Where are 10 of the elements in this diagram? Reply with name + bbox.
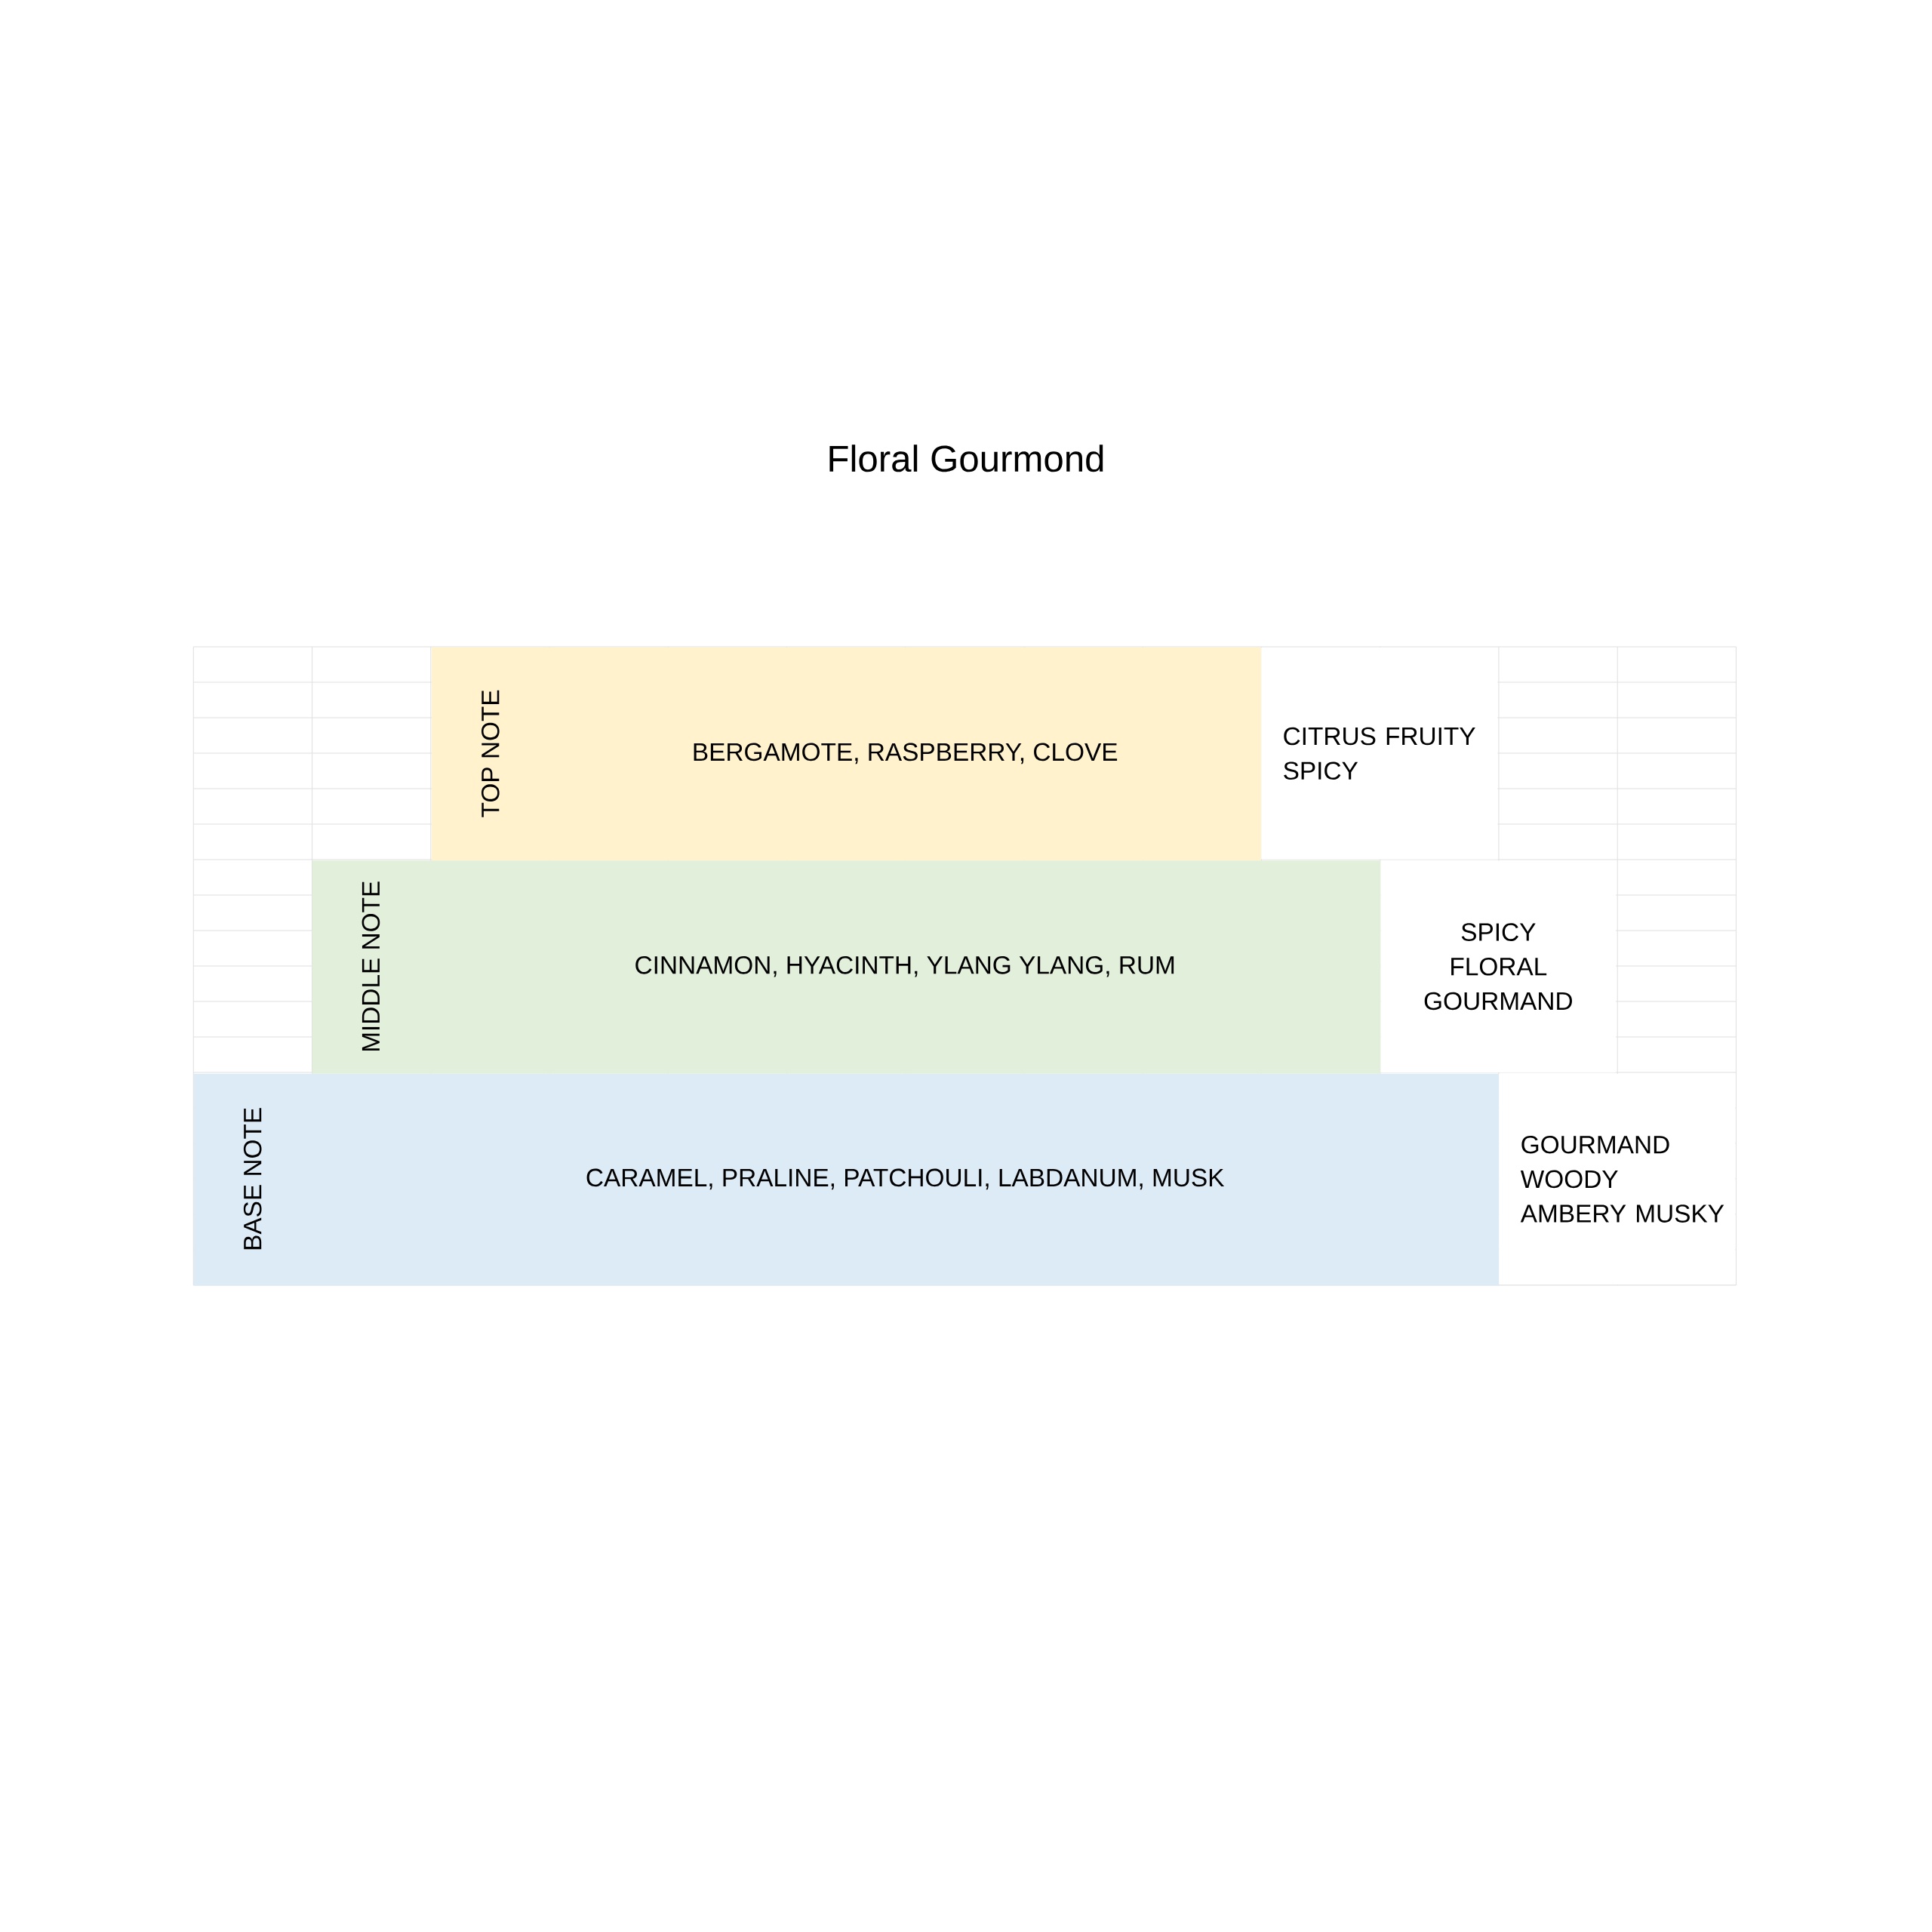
note-list: CINNAMON, HYACINTH, YLANG YLANG, RUM [635,956,1174,977]
descriptor-cell: SPICY FLORAL GOURMAND [1380,860,1617,1073]
note-label: TOP NOTE [481,690,500,817]
descriptor-cell: CITRUS FRUITY SPICY [1261,648,1498,860]
note-list: BERGAMOTE, RASPBERRY, CLOVE [694,743,1118,764]
subtitle: Floral Gourmond [829,445,1103,472]
descriptor-cell: GOURMAND WOODY AMBERY MUSKY [1499,1074,1736,1284]
note-list: CARAMEL, PRALINE, PATCHOULI, LABDANUM, MUSK [586,1168,1225,1190]
note-label: MIDDLE NOTE [361,881,380,1051]
note-label: BASE NOTE [243,1108,262,1250]
